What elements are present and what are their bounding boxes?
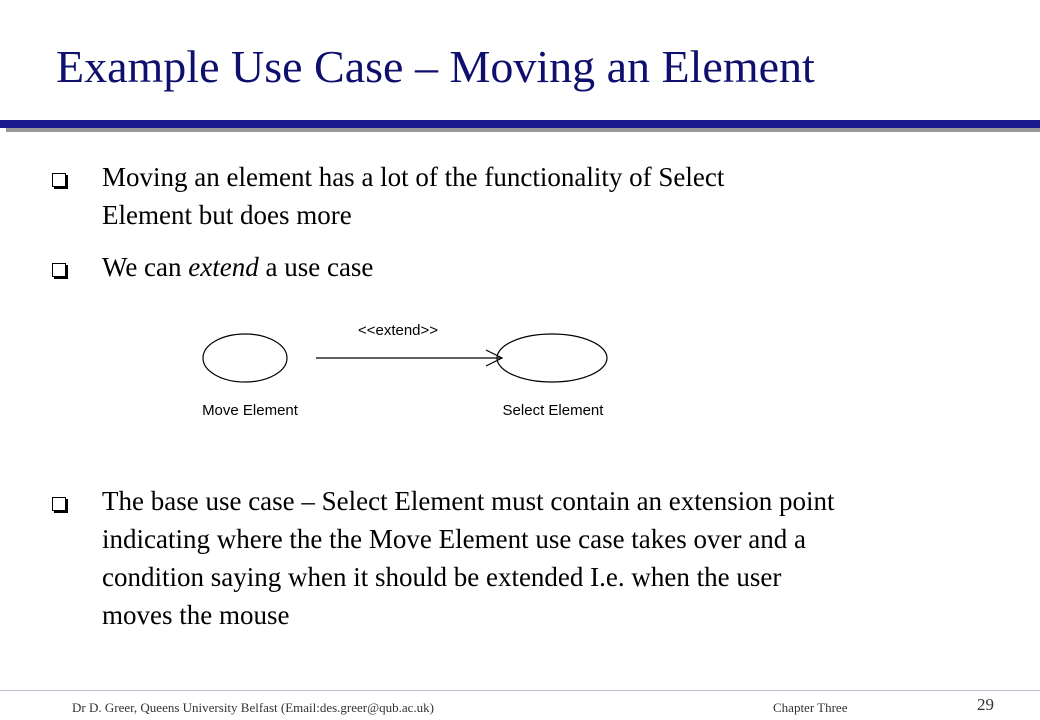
bullet-1-line-1: Moving an element has a lot of the funct… [102,162,725,192]
select-element-usecase-ellipse [496,333,608,383]
footer-chapter: Chapter Three [773,700,848,715]
bullet-2-prefix: We can [102,252,189,282]
slide-title: Example Use Case – Moving an Element [56,41,815,92]
use-case-diagram: <<extend>> Move Element Select Element [190,310,650,430]
extend-stereotype-label: <<extend>> [358,322,438,339]
page-number: 29 [977,695,994,714]
move-element-usecase-ellipse [202,333,288,383]
bullet-2-emphasis: extend [188,252,259,282]
checkbox-bullet-icon [52,173,66,187]
bullet-2-text: We can extend a use case [102,250,373,285]
bullet-3-line-3: condition saying when it should be exten… [102,562,782,592]
use-case-diagram-svg: <<extend>> Move Element Select Element [202,322,608,419]
move-element-label: Move Element [202,402,299,419]
title-rule [0,120,1040,128]
bullet-2-suffix: a use case [258,252,374,282]
checkbox-bullet-icon [52,497,66,511]
bullet-1-line-2: Element but does more [102,200,352,230]
footer-divider [0,690,1040,691]
select-element-label: Select Element [503,402,605,419]
bullet-3-line-4: moves the mouse [102,600,290,630]
title-rule-shadow [6,128,1040,132]
title-underline [0,118,1040,134]
footer-author: Dr D. Greer, Queens University Belfast (… [72,700,434,715]
bullet-3-line-2: indicating where the the Move Element us… [102,524,806,554]
extend-arrow-head [485,349,504,367]
checkbox-bullet-icon [52,263,66,277]
bullet-3-line-1: The base use case – Select Element must … [102,486,835,516]
